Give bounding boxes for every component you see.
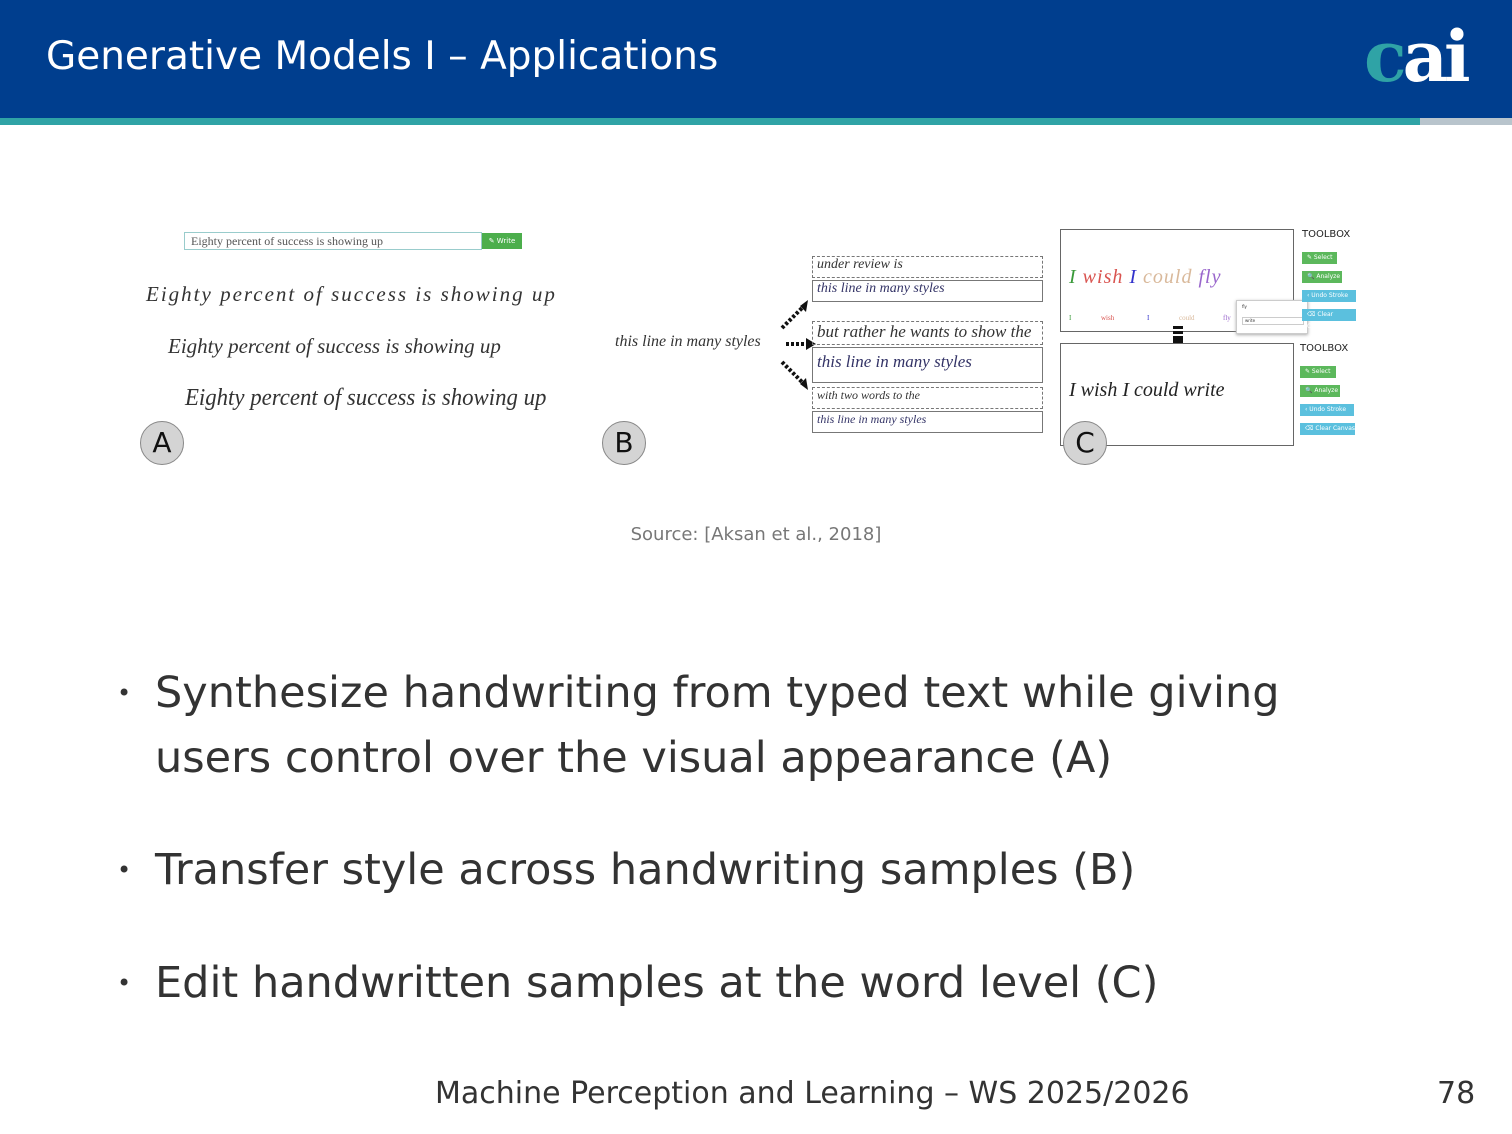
bullet-dot: • bbox=[117, 856, 132, 884]
bullet-dot: • bbox=[117, 679, 132, 707]
analyze-button[interactable]: 🔍 Analyze bbox=[1300, 385, 1340, 397]
bullet-text: Synthesize handwriting from typed text w… bbox=[155, 668, 1280, 783]
style-transfer-arrows-icon bbox=[780, 300, 816, 390]
word: I bbox=[1069, 266, 1077, 288]
bullet-text: Edit handwritten samples at the word lev… bbox=[155, 958, 1159, 1008]
bullet-text: Transfer style across handwriting sample… bbox=[155, 845, 1136, 895]
select-button[interactable]: ✎ Select bbox=[1302, 252, 1337, 264]
slide-title: Generative Models I – Applications bbox=[46, 34, 719, 79]
slide-header: Generative Models I – Applications cai bbox=[0, 0, 1512, 118]
word-label[interactable]: fly bbox=[1223, 314, 1231, 322]
toolbox-title: TOOLBOX bbox=[1302, 229, 1351, 240]
reference-text: under review is bbox=[817, 257, 903, 272]
word-label[interactable]: could bbox=[1179, 314, 1195, 322]
analyze-button[interactable]: 🔍 Analyze bbox=[1302, 271, 1342, 283]
reference-style-box: with two words to the bbox=[812, 387, 1043, 409]
word-label[interactable]: I bbox=[1069, 314, 1072, 322]
text-input[interactable]: Eighty percent of success is showing up bbox=[184, 232, 482, 250]
word: could bbox=[1143, 266, 1193, 288]
output-text: this line in many styles bbox=[817, 412, 927, 426]
handwriting-sample: Eighty percent of success is showing up bbox=[185, 385, 547, 411]
reference-text: with two words to the bbox=[817, 388, 920, 402]
handwriting-sample: Eighty percent of success is showing up bbox=[168, 334, 501, 358]
edited-handwriting: I wish I could write bbox=[1069, 379, 1225, 401]
output-style-box: this line in many styles bbox=[812, 411, 1043, 433]
popup-input[interactable]: write bbox=[1242, 317, 1304, 325]
reference-text: but rather he wants to show the bbox=[817, 322, 1032, 341]
word-label[interactable]: I bbox=[1147, 314, 1150, 322]
word: fly bbox=[1198, 266, 1222, 288]
output-text: this line in many styles bbox=[817, 281, 945, 296]
handwriting-sample: Eighty percent of success is showing up bbox=[146, 282, 557, 306]
cai-logo: cai bbox=[1364, 15, 1471, 98]
panel-badge-a: A bbox=[140, 421, 184, 465]
page-number: 78 bbox=[1437, 1076, 1476, 1111]
output-style-box: this line in many styles bbox=[812, 347, 1043, 383]
footer-course: Machine Perception and Learning – WS 202… bbox=[435, 1076, 1190, 1111]
panel-badge-c: C bbox=[1063, 421, 1107, 465]
colored-words: I wish I could fly bbox=[1069, 266, 1221, 289]
clear-canvas-button[interactable]: ⌫ Clear Canvas bbox=[1300, 423, 1355, 435]
word: I bbox=[1129, 266, 1138, 288]
header-stripe-grey bbox=[1420, 118, 1512, 125]
undo-stroke-button[interactable]: ‹ Undo Stroke bbox=[1300, 404, 1354, 416]
word: wish bbox=[1082, 266, 1124, 288]
write-button[interactable]: ✎ Write bbox=[482, 233, 522, 249]
source-handwriting: this line in many styles bbox=[615, 333, 761, 350]
word-label[interactable]: wish bbox=[1101, 314, 1115, 322]
word-edit-popup: fly write bbox=[1236, 300, 1308, 334]
output-style-box: this line in many styles bbox=[812, 280, 1043, 302]
panel-badge-b: B bbox=[602, 421, 646, 465]
select-button[interactable]: ✎ Select bbox=[1300, 366, 1336, 378]
toolbox-title: TOOLBOX bbox=[1300, 343, 1349, 354]
popup-label: fly bbox=[1242, 304, 1247, 309]
output-text: this line in many styles bbox=[817, 352, 972, 371]
bullet-dot: • bbox=[117, 969, 132, 997]
clear-canvas-button[interactable]: ⌫ Clear Canvas bbox=[1302, 309, 1356, 330]
figure-source: Source: [Aksan et al., 2018] bbox=[630, 524, 882, 545]
header-stripe-teal bbox=[0, 118, 1420, 125]
reference-style-box: under review is bbox=[812, 256, 1043, 278]
undo-stroke-button[interactable]: ‹ Undo Stroke bbox=[1302, 290, 1356, 302]
reference-style-box: but rather he wants to show the bbox=[812, 321, 1043, 345]
